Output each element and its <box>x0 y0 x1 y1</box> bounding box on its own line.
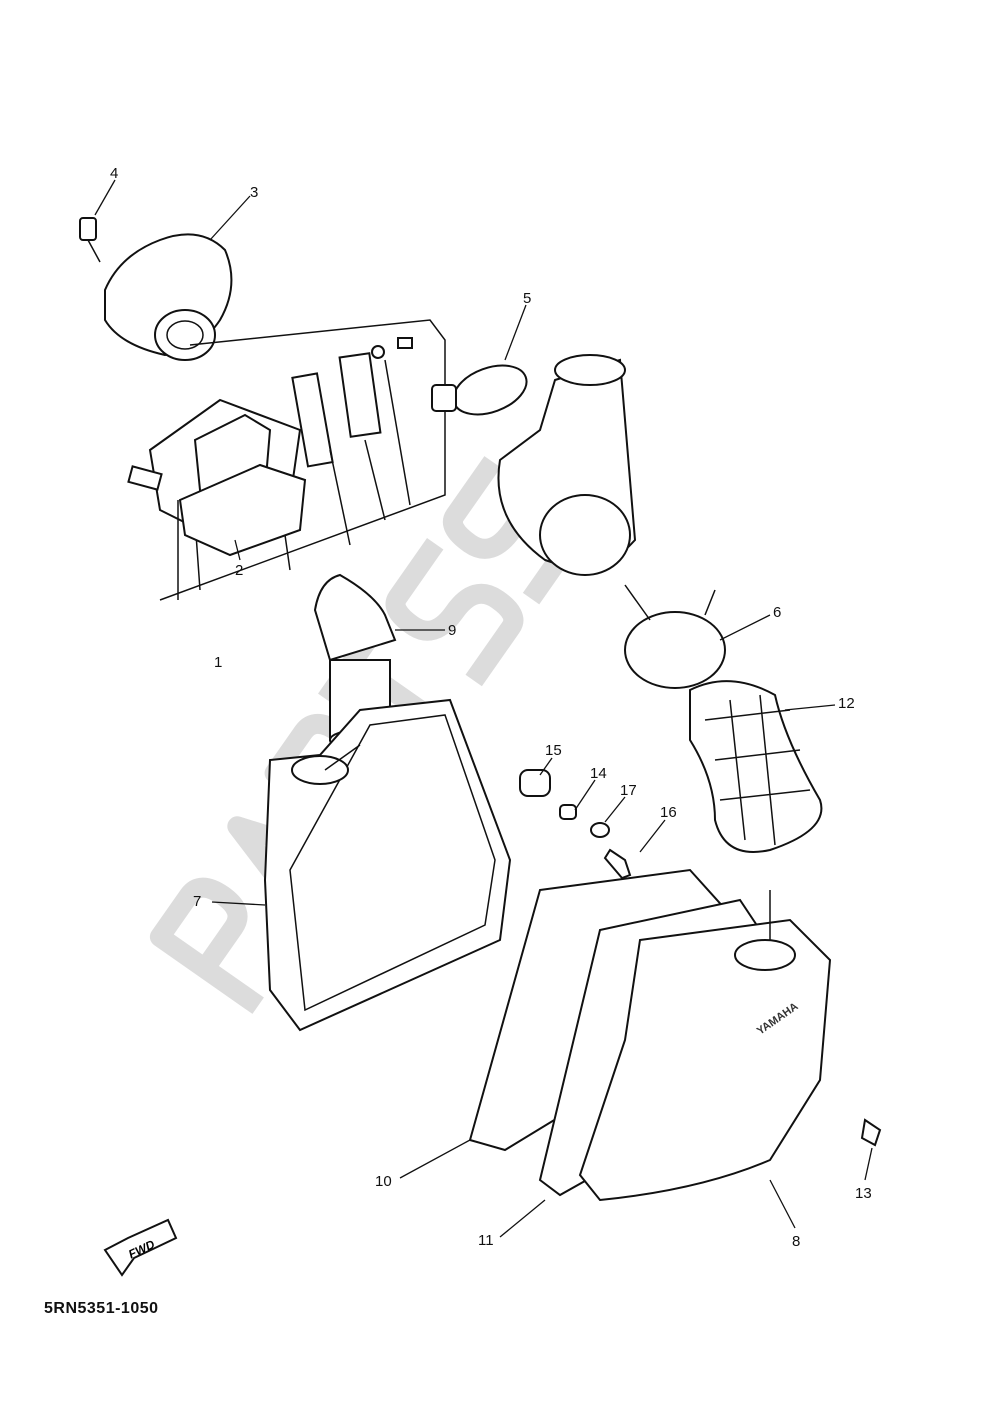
carburetor-joint <box>497 354 637 576</box>
leader-lines <box>94 179 873 1238</box>
callout-3: 3 <box>250 184 258 201</box>
part-2-gasket <box>178 463 307 557</box>
part-3-manifold <box>104 233 233 361</box>
callout-16: 16 <box>660 804 677 821</box>
part-1-reed-valve <box>127 319 446 601</box>
callout-17: 17 <box>620 782 637 799</box>
callout-5: 5 <box>523 290 531 307</box>
callout-4: 4 <box>110 165 118 182</box>
callout-1: 1 <box>214 654 222 671</box>
callout-15: 15 <box>545 742 562 759</box>
parts-15-14-17-16-fasteners <box>519 769 632 880</box>
callout-7: 7 <box>193 893 201 910</box>
diagram-code: 5RN5351-1050 <box>44 1300 159 1317</box>
callout-9: 9 <box>448 622 456 639</box>
callout-8: 8 <box>792 1233 800 1250</box>
part-13-screw <box>860 1118 882 1147</box>
callout-11: 11 <box>478 1232 494 1249</box>
part-12-duct <box>689 680 823 853</box>
fwd-arrow: FWD <box>103 1218 178 1277</box>
callout-12: 12 <box>838 695 855 712</box>
callout-14: 14 <box>590 765 607 782</box>
part-6-band <box>624 584 726 689</box>
part-4-bolt <box>79 217 101 263</box>
part-7-air-cleaner-case <box>263 698 512 1032</box>
callout-10: 10 <box>375 1173 392 1190</box>
part-5-clamp <box>431 364 528 416</box>
callout-2: 2 <box>235 562 243 579</box>
part-8-cover: YAMAHA <box>324 744 832 1202</box>
callout-13: 13 <box>855 1185 872 1202</box>
callout-6: 6 <box>773 604 781 621</box>
